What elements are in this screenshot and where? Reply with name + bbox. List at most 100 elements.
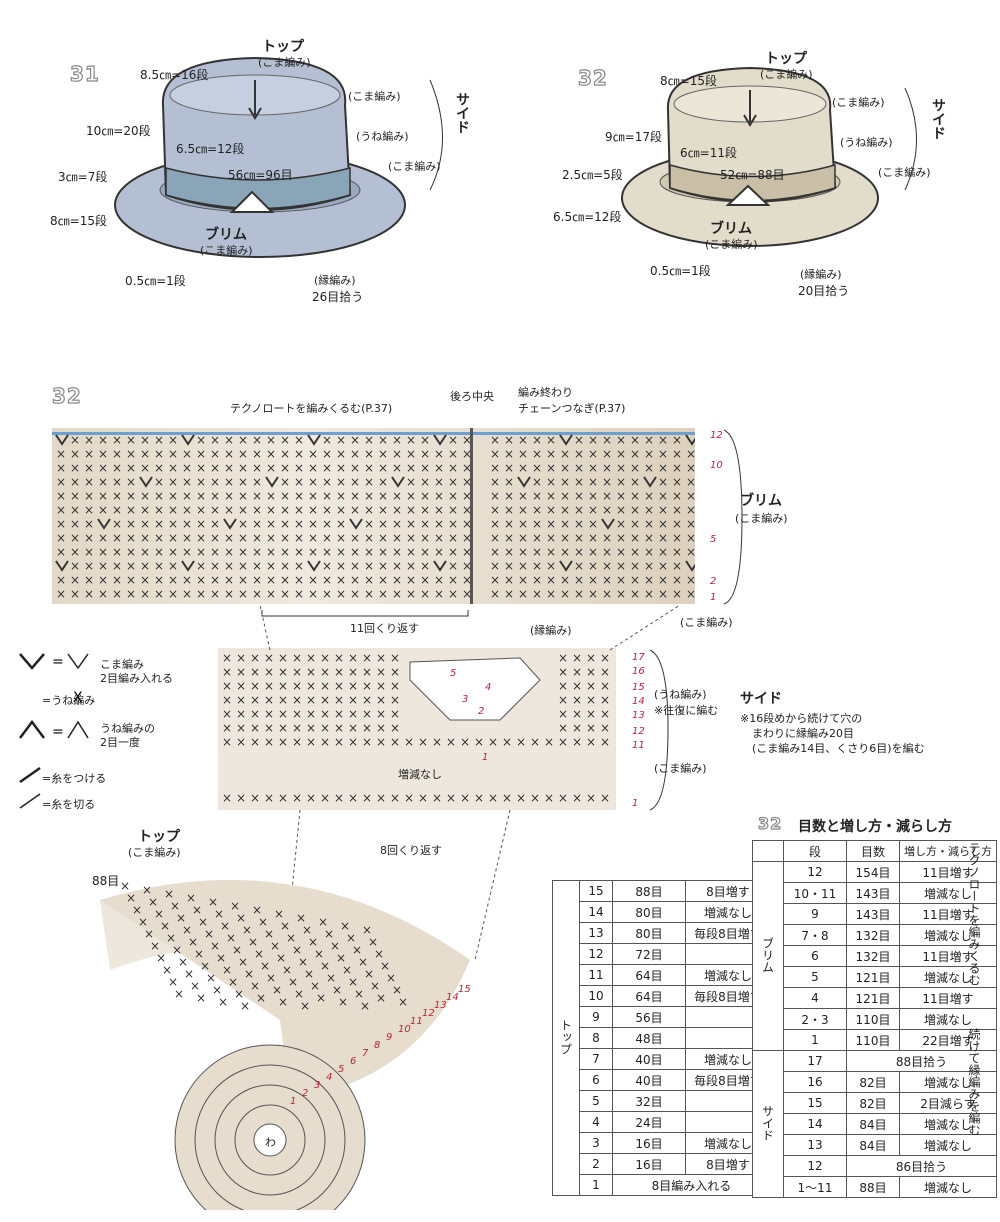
inner-row-3: 3: [462, 694, 469, 705]
side-stitch: ×: [306, 791, 316, 805]
table-cell: 4: [579, 1111, 613, 1133]
brim-stitch: ×: [448, 461, 458, 475]
brim-stitch: ×: [238, 489, 248, 503]
side-stitch: ×: [306, 693, 316, 707]
brim-stitch: ×: [616, 517, 626, 531]
brim-stitch: ×: [252, 573, 262, 587]
brim-stitch: ×: [322, 503, 332, 517]
side-stitch: ×: [334, 651, 344, 665]
brim-stitch: ×: [392, 503, 402, 517]
header-count: 目数: [846, 840, 900, 862]
hat32-band: 2.5㎝=5段: [562, 168, 623, 182]
brim-stitch: ×: [196, 461, 206, 475]
side-stitch: ×: [306, 665, 316, 679]
brim-stitch: ×: [490, 573, 500, 587]
brim-stitch: ×: [686, 475, 695, 489]
brim-stitch: ×: [686, 587, 695, 601]
fan-row-number: 8: [374, 1040, 381, 1051]
hat32-top-label: トップ: [765, 51, 807, 67]
side-stitch: ×: [586, 693, 596, 707]
brim-stitch: ×: [224, 587, 234, 601]
side-stitch: ×: [376, 693, 386, 707]
legend-3b: 2目一度: [100, 736, 140, 749]
top-stitch: ×: [310, 979, 320, 993]
brim-stitch: ×: [336, 545, 346, 559]
side-stitch: ×: [376, 665, 386, 679]
brim-stitch: ×: [546, 545, 556, 559]
table-cell: 82目: [846, 1092, 900, 1114]
hat31-brim-label: ブリム: [205, 227, 247, 243]
hat31-side-koma1: (こま編み): [348, 90, 401, 103]
brim-stitch: ×: [364, 489, 374, 503]
table-cell: 64目: [612, 985, 686, 1007]
table-cell: 80目: [612, 901, 686, 923]
top-stitch: ×: [186, 891, 196, 905]
brim-stitch: ×: [126, 489, 136, 503]
brim-stitch: ×: [210, 587, 220, 601]
brim-stitch: ×: [602, 559, 612, 573]
brim-stitch: ×: [448, 503, 458, 517]
side-stitch: ×: [390, 665, 400, 679]
top-stitch: ×: [386, 971, 396, 985]
brim-stitch: ×: [252, 433, 262, 447]
brim-stitch: ×: [574, 461, 584, 475]
brim-stitch: ×: [574, 545, 584, 559]
side-row-15: 15: [632, 682, 645, 693]
side-stitch: ×: [264, 791, 274, 805]
top-stitch: ×: [280, 919, 290, 933]
brim-stitch: ×: [490, 433, 500, 447]
brim-increase-stitch: [265, 476, 279, 488]
brim-stitch: ×: [84, 559, 94, 573]
brim-stitch: ×: [644, 545, 654, 559]
brim-stitch: ×: [434, 573, 444, 587]
brim-stitch: ×: [406, 573, 416, 587]
brim-stitch: ×: [602, 447, 612, 461]
brim-stitch: ×: [252, 447, 262, 461]
top-stitch: ×: [364, 967, 374, 981]
brim-stitch: ×: [406, 517, 416, 531]
side-stitch: ×: [488, 791, 498, 805]
brim-stitch: ×: [308, 475, 318, 489]
top-stitch: ×: [214, 907, 224, 921]
brim-stitch: ×: [658, 433, 668, 447]
brim-stitch: ×: [322, 461, 332, 475]
brim-stitch: ×: [378, 475, 388, 489]
hat32-circ: 52㎝=88目: [720, 168, 785, 182]
brim-stitch: ×: [518, 545, 528, 559]
brim-stitch: ×: [252, 461, 262, 475]
top-stitch: ×: [144, 927, 154, 941]
side-stitch: ×: [236, 707, 246, 721]
side-stitch: ×: [348, 707, 358, 721]
brim-stitch: ×: [560, 545, 570, 559]
side-note-3: (こま編み14目、くさり6目)を編む: [752, 742, 925, 755]
top-stitch: ×: [256, 991, 266, 1005]
side-stitch: ×: [488, 735, 498, 749]
una-label: (うね編み): [654, 688, 707, 701]
side-stitch: ×: [292, 735, 302, 749]
brim-stitch: ×: [546, 559, 556, 573]
side-stitch: ×: [348, 651, 358, 665]
brim-stitch: ×: [448, 447, 458, 461]
brim-stitch: ×: [196, 587, 206, 601]
brim-stitch: ×: [112, 489, 122, 503]
brim-stitch: ×: [238, 433, 248, 447]
table-cell: 増減なし: [899, 1008, 997, 1030]
brim-stitch: ×: [364, 559, 374, 573]
top-stitch: ×: [320, 959, 330, 973]
side-stitch: ×: [292, 693, 302, 707]
side-stitch: ×: [222, 721, 232, 735]
brim-stitch: ×: [420, 489, 430, 503]
brim-stitch: ×: [518, 447, 528, 461]
brim-stitch: ×: [364, 587, 374, 601]
top-stitch: ×: [210, 939, 220, 953]
top-stitch: ×: [266, 971, 276, 985]
brim-stitch: ×: [378, 461, 388, 475]
brim-stitch: ×: [364, 531, 374, 545]
table-cell: 5: [783, 966, 847, 988]
side-section-label: サイド: [752, 1050, 784, 1198]
side-stitch: ×: [278, 721, 288, 735]
side-stitch: ×: [264, 693, 274, 707]
